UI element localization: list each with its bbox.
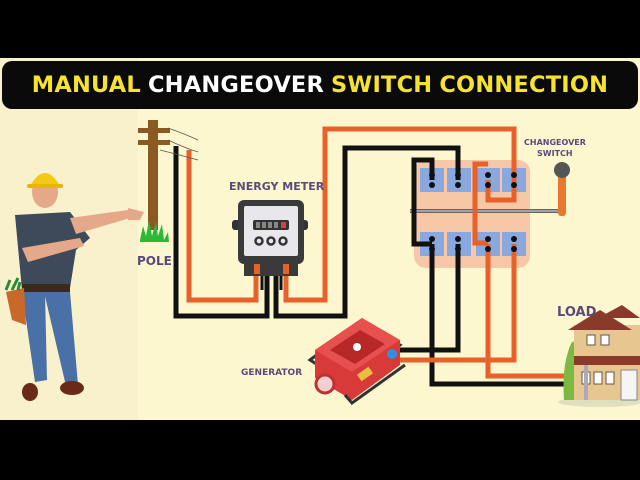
wire-pole-neutral <box>173 146 270 319</box>
utility-pole-icon <box>138 120 199 242</box>
electrician-figure <box>4 173 144 401</box>
wire-gen-neutral <box>395 244 461 353</box>
title-word-changeover: CHANGEOVER <box>147 72 325 98</box>
load-label: LOAD <box>557 305 597 320</box>
pole-label: POLE <box>137 254 172 268</box>
wire-load-phase <box>485 244 575 379</box>
wire-load-neutral <box>429 244 575 387</box>
wire-gen-phase <box>395 244 517 363</box>
title-word-connection: CONNECTION <box>439 72 609 98</box>
title-word-manual: MANUAL <box>31 72 141 98</box>
wire-pole-phase <box>186 150 259 303</box>
changeover-label-line2: SWITCH <box>537 149 573 158</box>
terminal-screws <box>429 172 517 252</box>
wire-meter-out-phase <box>283 126 517 303</box>
wires <box>173 126 575 387</box>
changeover-label-line1: CHANGEOVER <box>524 138 586 147</box>
wire-phase-bridge <box>472 161 488 246</box>
wire-phase-loop <box>485 180 517 203</box>
switch-handle <box>558 170 566 216</box>
title-word-switch: SWITCH <box>331 72 433 98</box>
switch-knob <box>554 162 570 178</box>
generator-label: GENERATOR <box>241 368 302 378</box>
wire-meter-out-neutral <box>273 145 461 319</box>
generator-icon <box>307 318 406 406</box>
title-banner: MANUAL CHANGEOVER SWITCH CONNECTION <box>2 61 638 109</box>
wire-neutral-bridge <box>411 157 435 247</box>
energy-meter-icon <box>232 200 308 276</box>
energy-meter-label: ENERGY METER <box>229 180 325 193</box>
house-icon <box>558 305 640 407</box>
